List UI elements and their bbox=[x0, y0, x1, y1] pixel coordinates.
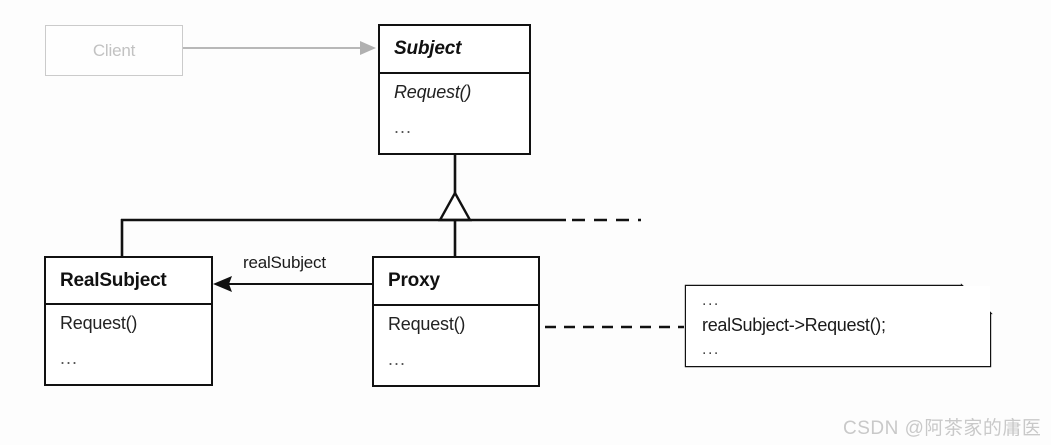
member-request: Request() bbox=[394, 82, 472, 103]
member-ellipsis: ... bbox=[60, 348, 79, 369]
class-box-client[interactable]: Client bbox=[45, 25, 183, 76]
class-box-realsubject[interactable]: RealSubject Request() ... bbox=[44, 256, 213, 386]
member-request: Request() bbox=[60, 313, 138, 334]
note-line-bottom: ... bbox=[702, 340, 720, 358]
edge-client-to-subject bbox=[183, 41, 376, 55]
class-members-subject: Request() ... bbox=[380, 74, 529, 153]
class-name-proxy: Proxy bbox=[388, 270, 440, 292]
watermark-csdn: CSDN @阿茶家的庸医 bbox=[843, 418, 1042, 439]
class-name-client: Client bbox=[92, 40, 136, 60]
edge-proxy-to-realsubject bbox=[213, 276, 372, 292]
class-name-realsubject: RealSubject bbox=[60, 269, 167, 291]
note-box-proxy-implementation[interactable]: ... realSubject->Request(); ... bbox=[686, 286, 990, 366]
class-divider-proxy bbox=[374, 304, 538, 307]
class-divider-realsubject bbox=[46, 303, 211, 306]
member-ellipsis: ... bbox=[388, 349, 407, 370]
edge-generalization bbox=[120, 155, 641, 257]
class-members-proxy: Request() ... bbox=[374, 306, 538, 385]
class-name-subject: Subject bbox=[394, 38, 462, 60]
class-box-proxy[interactable]: Proxy Request() ... bbox=[372, 256, 540, 387]
edge-label-realsubject: realSubject bbox=[243, 253, 326, 272]
member-ellipsis: ... bbox=[394, 117, 413, 138]
member-request: Request() bbox=[388, 314, 466, 335]
class-divider-subject bbox=[380, 72, 529, 75]
note-line-code: realSubject->Request(); bbox=[702, 315, 886, 336]
class-members-realsubject: Request() ... bbox=[46, 305, 211, 384]
note-line-top: ... bbox=[702, 292, 720, 309]
class-box-subject[interactable]: Subject Request() ... bbox=[378, 24, 531, 155]
